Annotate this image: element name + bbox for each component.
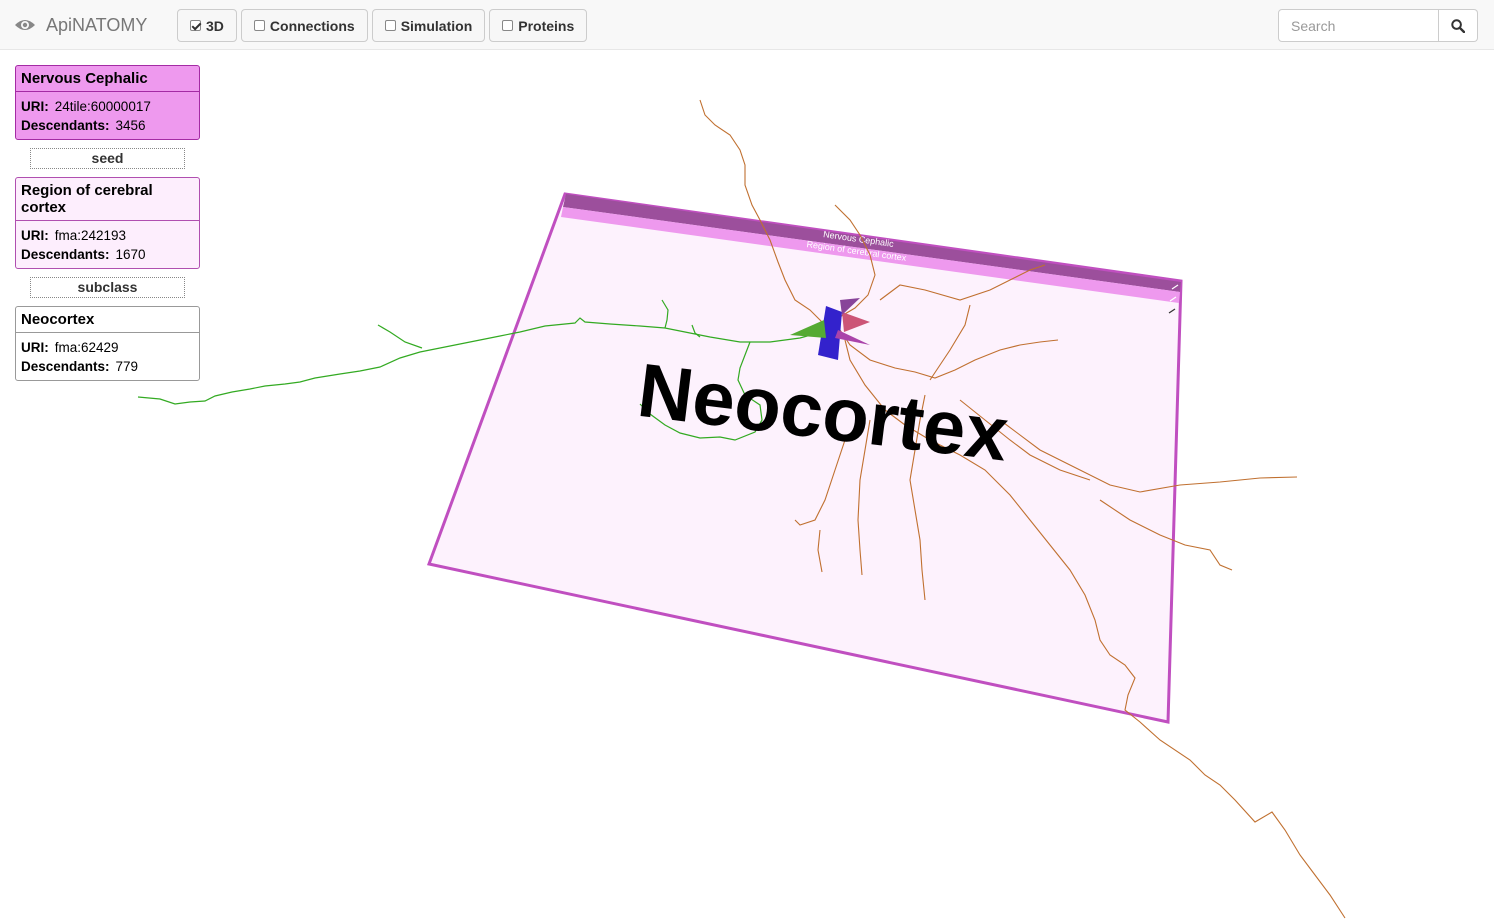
toggle-simulation[interactable]: Simulation: [371, 9, 486, 42]
brand[interactable]: ApiNATOMY: [14, 0, 147, 50]
uri-value: 24tile:60000017: [54, 99, 151, 114]
entity-card-title: Neocortex: [16, 307, 199, 333]
relation-subclass: subclass: [30, 277, 185, 298]
maximize-icon[interactable]: [1169, 284, 1179, 302]
descendants-value: 1670: [115, 247, 146, 262]
toggle-connections-label: Connections: [269, 17, 355, 34]
expand-icon[interactable]: [1168, 308, 1176, 314]
entity-card-title: Region of cerebral cortex: [16, 178, 199, 221]
tile-header-inner: [561, 207, 1180, 303]
tile-header-outer: [563, 194, 1181, 292]
uri-value: fma:62429: [54, 340, 119, 355]
toggle-proteins[interactable]: Proteins: [489, 9, 588, 42]
relation-seed: seed: [30, 148, 185, 169]
descendants-row: Descendants: 3456: [21, 116, 194, 135]
descendants-value: 3456: [115, 118, 146, 133]
view-toggles: 3D Connections Simulation Proteins: [177, 9, 588, 42]
descendants-row: Descendants: 779: [21, 357, 194, 376]
entity-card-body: URI: fma:242193 Descendants: 1670: [16, 221, 199, 268]
search-group: [1278, 9, 1478, 42]
uri-label: URI:: [21, 99, 49, 114]
tile-outer-label: Nervous Cephalic: [823, 229, 895, 249]
uri-label: URI:: [21, 340, 49, 355]
eye-icon: [15, 20, 35, 30]
checkbox-3d[interactable]: [190, 20, 201, 31]
search-icon: [1451, 18, 1465, 33]
green-neuron[interactable]: [137, 299, 819, 441]
descendants-label: Descendants:: [21, 359, 110, 374]
entity-panel: Nervous Cephalic URI: 24tile:60000017 Des…: [15, 65, 200, 381]
entity-card-body: URI: 24tile:60000017 Descendants: 3456: [16, 92, 199, 139]
neocortex-tile[interactable]: [426, 192, 1183, 724]
descendants-value: 779: [115, 359, 139, 374]
descendants-row: Descendants: 1670: [21, 245, 194, 264]
checkbox-proteins[interactable]: [502, 20, 514, 31]
top-navbar: ApiNATOMY 3D Connections Simulation Prot…: [0, 0, 1494, 50]
entity-card-title: Nervous Cephalic: [16, 66, 199, 92]
toggle-connections[interactable]: Connections: [240, 9, 368, 42]
uri-row: URI: fma:242193: [21, 226, 194, 245]
checkbox-connections[interactable]: [253, 20, 265, 31]
toggle-3d-label: 3D: [206, 17, 224, 34]
toggle-3d[interactable]: 3D: [177, 9, 237, 42]
brand-name: ApiNATOMY: [46, 14, 148, 35]
descendants-label: Descendants:: [21, 247, 110, 262]
orange-neuron[interactable]: [699, 99, 1346, 919]
descendants-label: Descendants:: [21, 118, 110, 133]
uri-row: URI: fma:62429: [21, 338, 194, 357]
checkbox-simulation[interactable]: [384, 20, 396, 31]
entity-card-neocortex[interactable]: Neocortex URI: fma:62429 Descendants: 779: [15, 306, 200, 381]
uri-label: URI:: [21, 228, 49, 243]
neocortex-3d-label: Neocortex: [633, 348, 1012, 478]
entity-card-body: URI: fma:62429 Descendants: 779: [16, 333, 199, 380]
entity-card-region-of-cerebral-cortex[interactable]: Region of cerebral cortex URI: fma:242193…: [15, 177, 200, 269]
neuron-soma[interactable]: [790, 298, 870, 360]
search-input[interactable]: [1278, 9, 1439, 42]
search-button[interactable]: [1439, 9, 1478, 42]
toggle-simulation-label: Simulation: [400, 17, 473, 34]
toggle-proteins-label: Proteins: [518, 17, 575, 34]
uri-value: fma:242193: [54, 228, 127, 243]
uri-row: URI: 24tile:60000017: [21, 97, 194, 116]
tile-inner-label: Region of cerebral cortex: [806, 239, 907, 263]
entity-card-nervous-cephalic[interactable]: Nervous Cephalic URI: 24tile:60000017 Des…: [15, 65, 200, 140]
